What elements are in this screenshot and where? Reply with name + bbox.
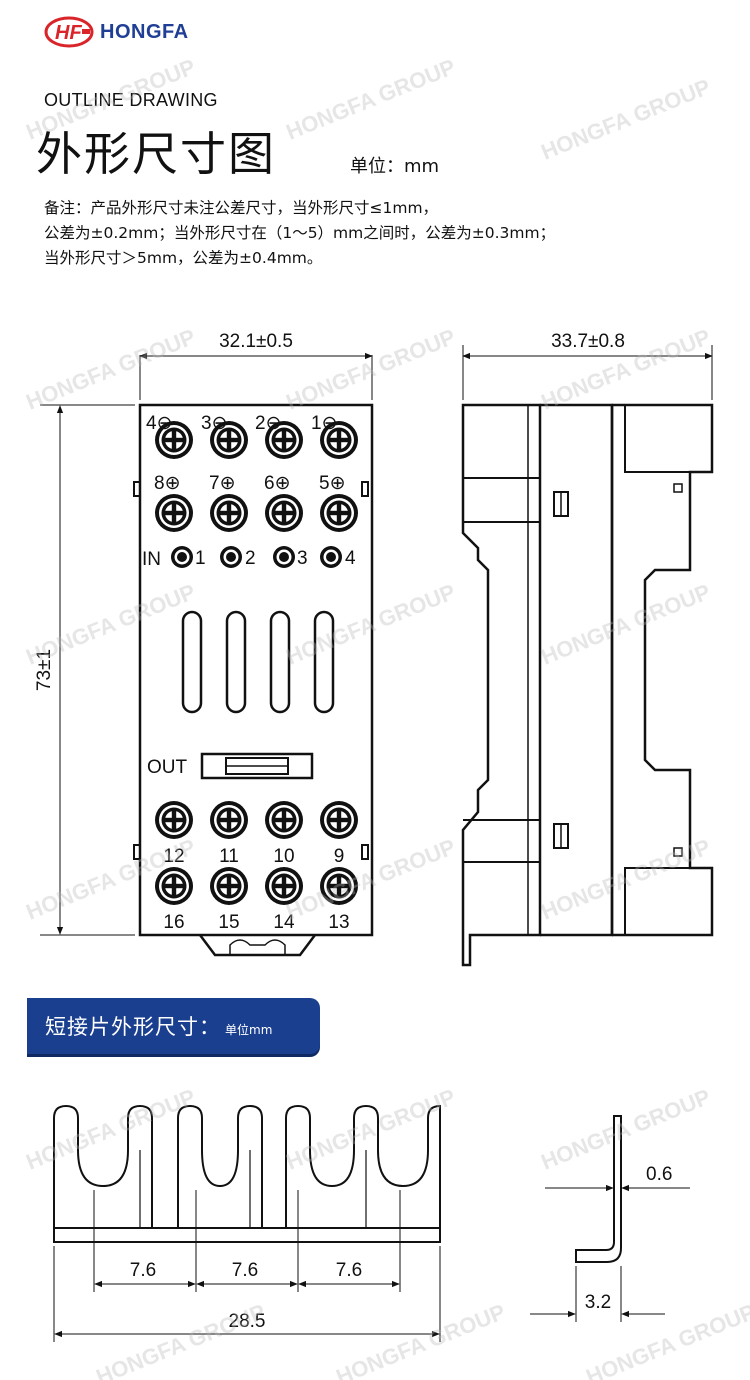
watermark-text: HONGFA GROUP (538, 74, 714, 165)
brand-name: HONGFA (100, 20, 189, 43)
terminal-label-16: 16 (163, 912, 184, 933)
watermark-text: HONGFA GROUP (283, 834, 459, 925)
terminal-label-12: 12 (163, 846, 184, 867)
page-title: 外形尺寸图 (36, 127, 276, 181)
terminal-label-11: 11 (219, 846, 239, 867)
watermark-text: HONGFA GROUP (538, 579, 714, 670)
svg-text:HF: HF (55, 22, 82, 44)
section-unit: 单位mm (225, 1022, 273, 1037)
unit-label: 单位：mm (350, 156, 440, 177)
terminal-label-14: 14 (273, 912, 295, 933)
terminal-label-15: 15 (218, 912, 239, 933)
jumper-dimensions (53, 1190, 441, 1342)
front-height-dim: 73±1 (34, 649, 55, 691)
drawing-subtitle: OUTLINE DRAWING (44, 90, 218, 110)
terminal-label-6: 6⊕ (264, 473, 291, 494)
note-line: 当外形尺寸＞5mm，公差为±0.4mm。 (44, 249, 323, 267)
jumper-comb (53, 1104, 441, 1243)
watermarks: HONGFA GROUP HONGFA GROUP HONGFA GROUP H… (23, 54, 750, 1380)
terminal-label-10: 10 (273, 846, 294, 867)
terminal-label-5: 5⊕ (319, 473, 346, 494)
side-width-dim: 33.7±0.8 (551, 331, 625, 352)
note-line: 公差为±0.2mm；当外形尺寸在（1～5）mm之间时，公差为±0.3mm； (44, 224, 556, 242)
in-number-3: 3 (297, 548, 308, 569)
watermark-text: HONGFA GROUP (283, 579, 459, 670)
in-number-1: 1 (195, 548, 206, 569)
terminal-label-13: 13 (328, 912, 349, 933)
tolerance-notes: 备注：产品外形尺寸未注公差尺寸，当外形尺寸≤1mm， 公差为±0.2mm；当外形… (44, 196, 724, 271)
terminal-label-1: 1⊖ (311, 413, 338, 434)
in-label: IN (142, 549, 161, 570)
watermark-text: HONGFA GROUP (93, 1299, 269, 1380)
watermark-text: HONGFA GROUP (333, 1299, 509, 1380)
total-length-dim: 28.5 (229, 1311, 266, 1332)
watermark-text: HONGFA GROUP (283, 1084, 459, 1175)
watermark-text: HONGFA GROUP (23, 1084, 199, 1175)
terminal-label-8: 8⊕ (154, 473, 181, 494)
watermark-text: HONGFA GROUP (283, 324, 459, 415)
watermark-text: HONGFA GROUP (283, 54, 459, 145)
terminal-label-3: 3⊖ (201, 413, 228, 434)
terminal-label-9: 9 (334, 846, 345, 867)
in-number-4: 4 (345, 548, 356, 569)
pitch-dim-2: 7.6 (232, 1260, 258, 1281)
out-label: OUT (147, 757, 188, 778)
watermark-text: HONGFA GROUP (23, 324, 199, 415)
front-width-dim: 32.1±0.5 (219, 331, 293, 352)
hongfa-logo-icon: HF (44, 16, 94, 48)
watermark-text: HONGFA GROUP (23, 579, 199, 670)
side-view (461, 345, 714, 967)
pitch-dim-3: 7.6 (336, 1260, 362, 1281)
terminal-label-2: 2⊖ (255, 413, 282, 434)
section-title: 短接片外形尺寸： (45, 1015, 221, 1039)
section-banner: 短接片外形尺寸： 单位mm (27, 998, 320, 1054)
watermark-text: HONGFA GROUP (23, 54, 199, 145)
jumper-profile (530, 1115, 690, 1322)
watermark-text: HONGFA GROUP (538, 1084, 714, 1175)
note-line: 备注：产品外形尺寸未注公差尺寸，当外形尺寸≤1mm， (44, 199, 439, 217)
bend-length-dim: 3.2 (585, 1292, 611, 1313)
terminal-label-4: 4⊖ (146, 413, 173, 434)
brand-logo: HF HONGFA (44, 16, 189, 48)
pitch-dim-1: 7.6 (130, 1260, 156, 1281)
thickness-dim: 0.6 (646, 1164, 672, 1185)
in-number-2: 2 (245, 548, 256, 569)
front-view (40, 352, 374, 957)
terminal-label-7: 7⊕ (209, 473, 236, 494)
